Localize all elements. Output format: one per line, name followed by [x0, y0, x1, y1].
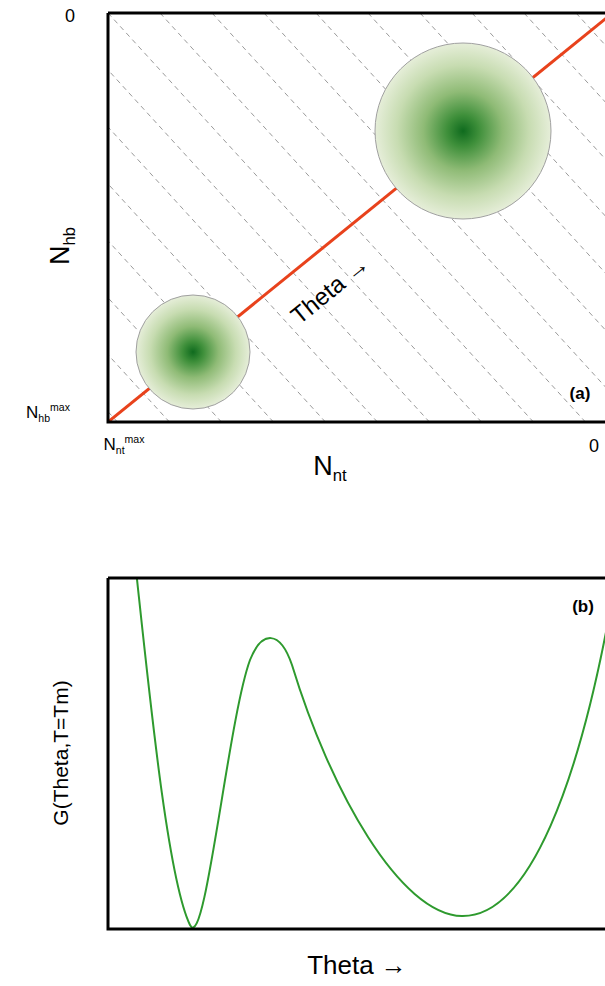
panel-label: (b): [572, 598, 594, 615]
axis-title: Nhb: [47, 227, 74, 265]
contour-line: [264, 13, 605, 421]
line-label: Theta →: [287, 252, 374, 329]
panel-label: (a): [570, 385, 591, 402]
contour-lines: [109, 13, 605, 421]
panel-a-frame: [108, 13, 605, 422]
axis-tick: 0: [65, 7, 75, 25]
axis-tick: Nhbmax: [26, 404, 70, 421]
contour-line: [368, 13, 605, 421]
panel-b-frame: [108, 578, 605, 929]
basin-large: [375, 43, 551, 219]
basin-small: [136, 295, 250, 409]
contour-line: [212, 13, 605, 421]
contour-line: [109, 13, 320, 421]
reaction-coordinate-line: [109, 13, 605, 421]
axis-tick: Nntmax: [104, 436, 145, 453]
axis-title: G(Theta,T=Tm): [50, 680, 71, 825]
contour-line: [109, 13, 372, 421]
contour-line: [109, 13, 424, 421]
free-energy-curve: [136, 578, 605, 928]
axis-title: Theta →: [307, 952, 407, 978]
contour-line: [576, 13, 605, 421]
axis-tick: 0: [589, 437, 599, 455]
axis-title: Nnt: [313, 453, 346, 480]
contour-line: [109, 13, 268, 421]
